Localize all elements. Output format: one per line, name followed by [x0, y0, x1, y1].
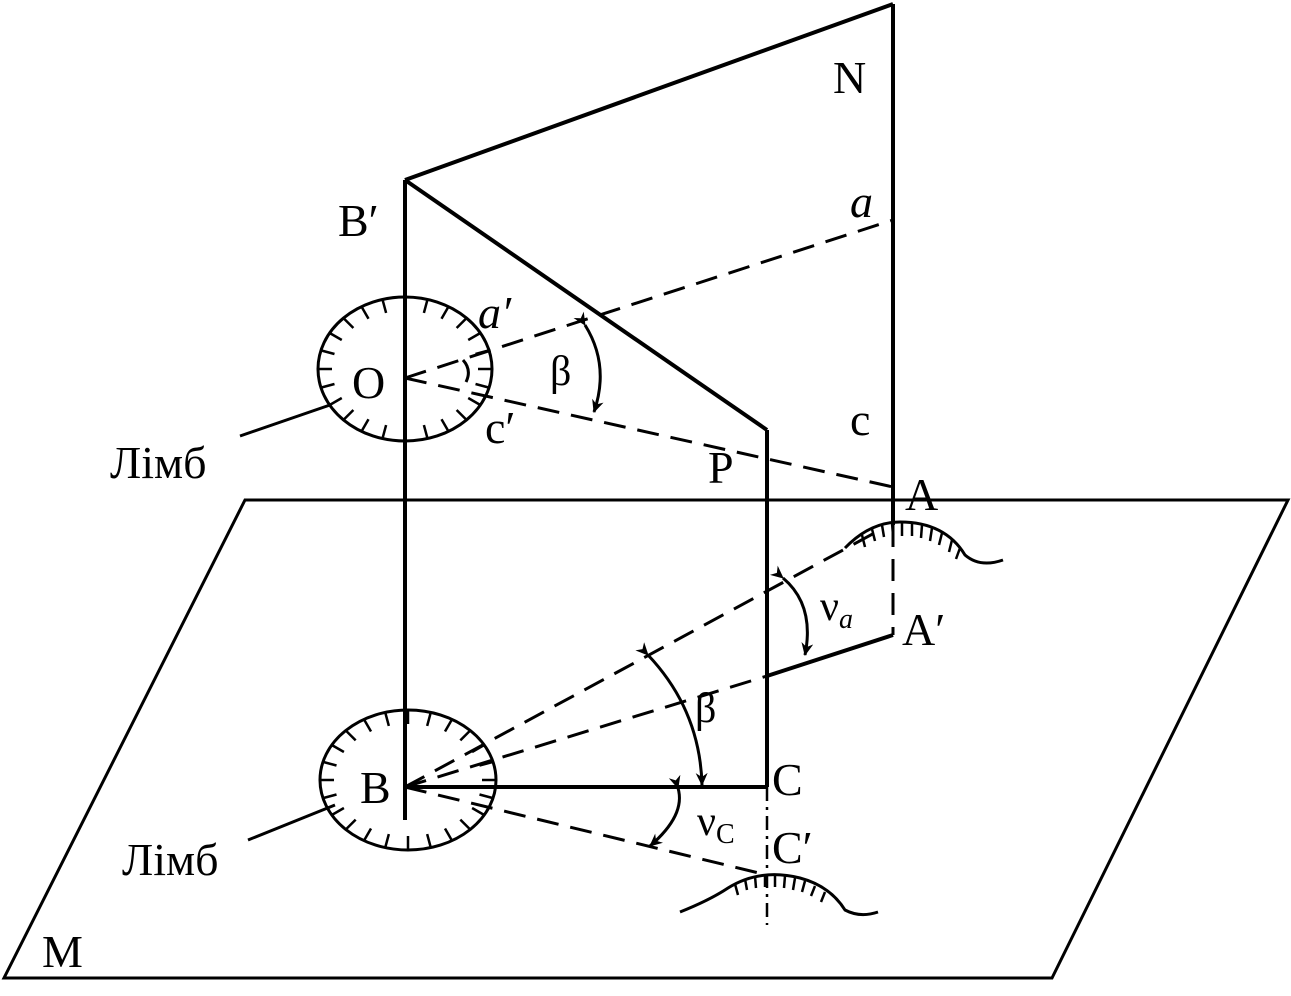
terrain-hatch: [782, 875, 787, 889]
limb-tick: [384, 833, 391, 848]
limb-tick: [360, 306, 370, 320]
limb-tick: [331, 806, 345, 817]
label-beta-top: β: [550, 349, 571, 395]
label-nu-a: νa: [820, 584, 853, 635]
label-a-point: A: [905, 469, 938, 520]
limb-tick: [425, 833, 432, 848]
limb-tick: [455, 317, 468, 329]
label-n: N: [833, 52, 866, 103]
terrain-hatch: [890, 522, 895, 536]
label-limb-bottom: Лімб: [122, 834, 219, 885]
limb-tick: [320, 382, 335, 389]
label-beta-bottom: β: [695, 686, 716, 732]
limb-tick: [344, 818, 357, 831]
ray-o-a-through-p: [404, 376, 894, 489]
limb-tick: [443, 718, 454, 733]
limb-tick: [422, 299, 429, 314]
label-p: P: [708, 442, 734, 493]
label-a: a: [850, 176, 873, 227]
terrain-hatch: [733, 883, 740, 896]
limb-tick: [425, 712, 432, 727]
terrain-hatch: [800, 880, 807, 893]
limb-tick: [362, 718, 373, 733]
terrain-hatch: [928, 527, 934, 542]
plane-n-top-edge: [404, 2, 894, 182]
limb-tick: [459, 729, 472, 742]
lower-limb: [318, 708, 498, 852]
limb-tick: [455, 409, 468, 421]
label-c-point: C: [772, 754, 803, 805]
limb-tick: [440, 418, 450, 432]
limb-top-leader: [239, 403, 331, 438]
limb-tick: [467, 396, 481, 407]
terrain-hatch: [860, 534, 867, 548]
limb-tick: [322, 760, 337, 767]
terrain-hatch: [954, 547, 962, 560]
limb-tick: [381, 299, 388, 314]
line-ba-prime-solid: [766, 633, 894, 678]
limb-tick: [479, 760, 494, 767]
terrain-hatch: [947, 539, 954, 553]
limb-tick: [459, 818, 472, 831]
terrain-hatch: [880, 524, 886, 538]
limb-tick: [440, 306, 450, 320]
limb-tick: [322, 793, 337, 800]
limb-tick: [475, 349, 490, 356]
limb-tick: [384, 712, 391, 727]
limb-tick: [342, 317, 355, 329]
terrain-c-prime: [679, 873, 879, 917]
terrain-hatch: [809, 885, 817, 897]
limb-tick: [443, 827, 454, 842]
label-b: B: [360, 762, 391, 813]
limb-tick: [344, 729, 357, 742]
terrain-a: [843, 520, 1004, 565]
limb-tick: [467, 331, 481, 342]
limb-tick: [475, 382, 490, 389]
label-m: M: [42, 926, 83, 977]
nu-a-arc: [769, 565, 814, 656]
limb-tick: [471, 806, 485, 817]
limb-tick: [479, 793, 494, 800]
label-o: O: [352, 357, 385, 408]
limb-tick: [360, 418, 370, 432]
limb-tick: [320, 349, 335, 356]
terrain-hatch: [819, 891, 827, 903]
plane-m: [1, 498, 1291, 980]
label-a-prime-point: A′: [902, 604, 945, 655]
limb-tick: [381, 424, 388, 439]
limb-tick: [329, 331, 343, 342]
limb-tick: [329, 396, 343, 407]
limb-tick: [422, 424, 429, 439]
plane-c-slant-edge: [403, 178, 769, 432]
label-c: c: [850, 394, 870, 445]
terrain-hatch: [919, 524, 924, 539]
terrain-hatch: [753, 875, 758, 889]
ray-b-c-prime: [404, 785, 768, 877]
label-c-prime-point: C′: [772, 822, 813, 873]
label-b-prime: B′: [338, 195, 379, 246]
label-limb-top: Лімб: [110, 437, 207, 488]
limb-tick: [471, 743, 485, 754]
label-a-prime: a′: [478, 287, 512, 338]
terrain-hatch: [937, 532, 944, 546]
limb-tick: [362, 827, 373, 842]
limb-tick: [342, 409, 355, 421]
label-nu-c: νC: [697, 799, 735, 850]
limb-tick: [331, 743, 345, 754]
beta-arc-top: [573, 311, 604, 413]
nu-c-arc: [649, 774, 681, 848]
upper-limb: [316, 295, 494, 443]
label-c-prime: c′: [485, 402, 515, 453]
terrain-hatch: [743, 878, 749, 891]
terrain-hatch: [870, 528, 877, 542]
angle-arc-o: [461, 358, 470, 383]
beta-arc-bottom: [635, 642, 708, 786]
limb-bottom-leader: [247, 803, 336, 842]
terrain-hatch: [791, 877, 797, 891]
